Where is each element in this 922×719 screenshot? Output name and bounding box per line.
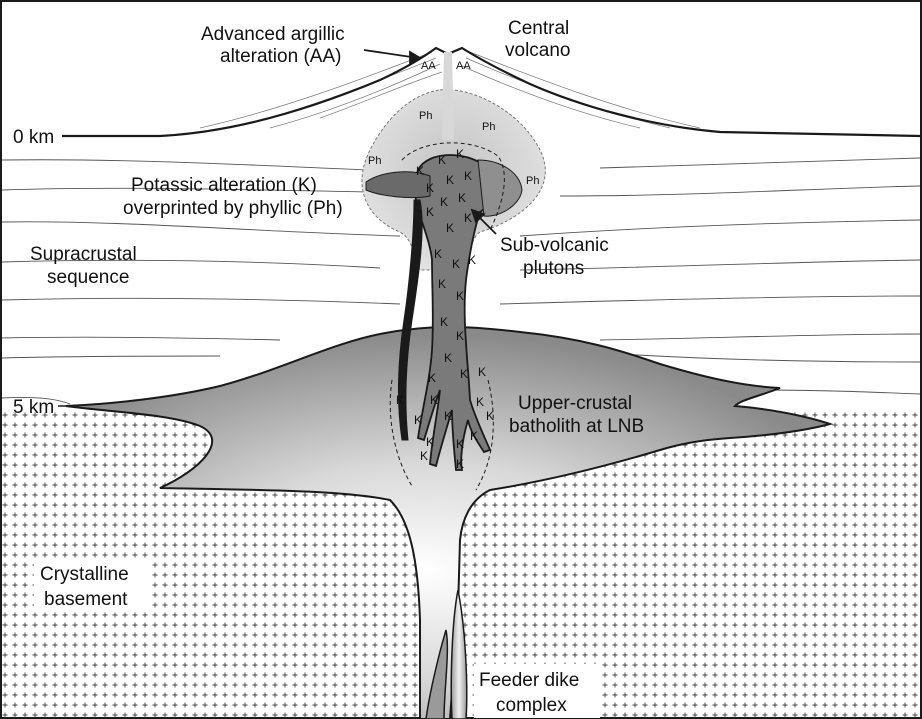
feeder-label-line1: Feeder dike: [479, 670, 579, 691]
volcano-label-line1: Central: [508, 18, 569, 39]
svg-text:K: K: [428, 371, 436, 385]
svg-text:K: K: [444, 409, 452, 423]
subvolcanic-label-line1: Sub-volcanic: [500, 235, 609, 256]
aa-mark-right: AA: [456, 60, 471, 72]
svg-text:K: K: [416, 164, 424, 178]
volcanic-conduit: [442, 52, 454, 140]
feeder-label-line2: complex: [496, 695, 567, 716]
ph-mark-top: Ph: [419, 110, 432, 122]
aa-label-line1: Advanced argillic: [201, 24, 345, 45]
basement-label-line2: basement: [44, 589, 128, 610]
svg-text:K: K: [396, 393, 404, 407]
ph-mark-left: Ph: [368, 155, 381, 167]
svg-text:K: K: [470, 429, 478, 443]
svg-text:K: K: [456, 457, 464, 471]
svg-text:K: K: [440, 315, 448, 329]
svg-text:K: K: [452, 257, 460, 271]
svg-text:K: K: [456, 147, 464, 161]
svg-text:K: K: [434, 247, 442, 261]
svg-text:K: K: [446, 173, 454, 187]
svg-text:K: K: [438, 277, 446, 291]
batholith-label-line1: Upper-crustal: [518, 393, 632, 414]
supracrustal-label-line1: Supracrustal: [30, 244, 137, 265]
potassic-label-line1: Potassic alteration (K): [131, 175, 317, 196]
aa-label-line2: alteration (AA): [220, 46, 341, 67]
svg-text:K: K: [456, 329, 464, 343]
svg-text:K: K: [426, 181, 434, 195]
svg-text:K: K: [430, 393, 438, 407]
depth-0-label: 0 km: [13, 127, 54, 148]
svg-text:K: K: [426, 435, 434, 449]
svg-text:K: K: [456, 437, 464, 451]
svg-text:K: K: [444, 351, 452, 365]
svg-text:K: K: [464, 169, 472, 183]
svg-text:K: K: [464, 211, 472, 225]
ph-mark-right-top: Ph: [482, 121, 495, 133]
svg-text:K: K: [458, 191, 466, 205]
supracrustal-label-line2: sequence: [47, 267, 129, 288]
ph-mark-right: Ph: [526, 175, 539, 187]
svg-text:K: K: [414, 413, 422, 427]
svg-text:K: K: [476, 395, 484, 409]
svg-text:K: K: [486, 409, 494, 423]
aa-mark-left: AA: [421, 60, 436, 72]
svg-text:K: K: [438, 153, 446, 167]
svg-text:K: K: [426, 205, 434, 219]
subvolcanic-label-line2: plutons: [523, 258, 584, 279]
depth-5-label: 5 km: [13, 397, 54, 418]
svg-text:K: K: [440, 195, 448, 209]
volcano-label-line2: volcano: [505, 40, 571, 61]
basement-label-line1: Crystalline: [40, 564, 129, 585]
svg-text:K: K: [468, 253, 476, 267]
potassic-label-line2: overprinted by phyllic (Ph): [123, 198, 343, 219]
svg-text:K: K: [460, 367, 468, 381]
svg-text:K: K: [456, 289, 464, 303]
batholith-label-line2: batholith at LNB: [509, 416, 644, 437]
svg-text:K: K: [478, 365, 486, 379]
svg-text:K: K: [420, 449, 428, 463]
svg-text:K: K: [446, 221, 454, 235]
